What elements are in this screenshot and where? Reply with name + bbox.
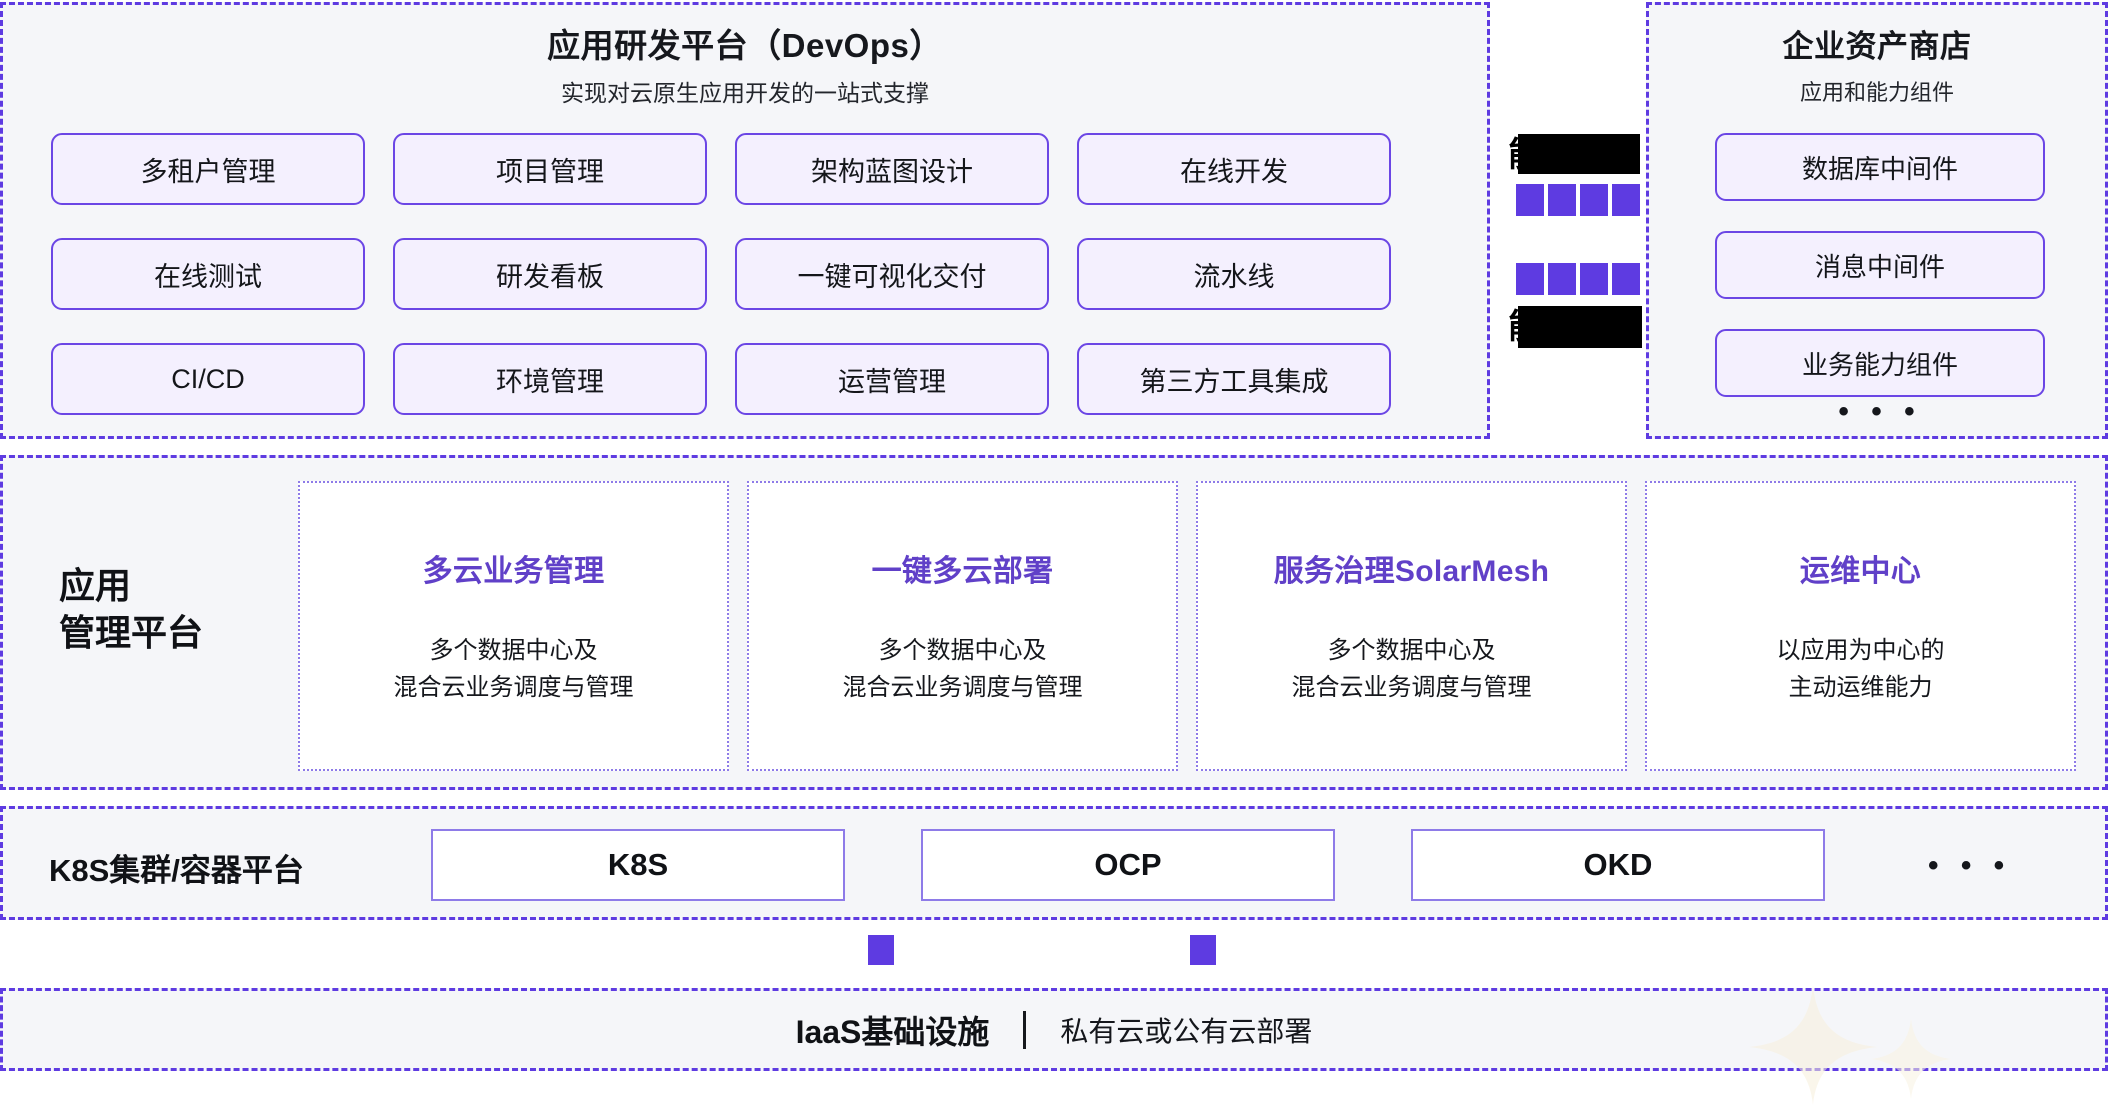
mgmt-card-desc: 多个数据中心及 混合云业务调度与管理 bbox=[842, 637, 1083, 701]
k8s-item-row: K8S OCP OKD bbox=[431, 829, 1825, 901]
connector-block-left bbox=[868, 935, 894, 965]
store-chip-business-component[interactable]: 业务能力组件 bbox=[1715, 329, 2045, 397]
connector-square bbox=[1548, 184, 1576, 216]
iaas-title: IaaS基础设施 bbox=[795, 1013, 990, 1050]
iaas-divider bbox=[1023, 1010, 1027, 1049]
iaas-content: IaaS基础设施 私有云或公有云部署 bbox=[3, 991, 2105, 1068]
devops-chip-visual-delivery[interactable]: 一键可视化交付 bbox=[735, 238, 1049, 310]
redacted-middle-column: 能 能 bbox=[1500, 0, 1642, 441]
mgmt-card-title: 一键多云部署 bbox=[871, 555, 1054, 588]
connector-square bbox=[1548, 263, 1576, 295]
redaction-bar-top bbox=[1518, 134, 1640, 174]
mgmt-card-multicloud-business[interactable]: 多云业务管理 多个数据中心及 混合云业务调度与管理 bbox=[298, 481, 729, 771]
store-chip-database-middleware[interactable]: 数据库中间件 bbox=[1715, 133, 2045, 201]
mgmt-platform-label: 应用 管理平台 bbox=[59, 565, 204, 653]
mgmt-card-desc: 多个数据中心及 混合云业务调度与管理 bbox=[393, 637, 634, 701]
connector-squares-row-bottom bbox=[1516, 263, 1640, 295]
devops-chip-env-mgmt[interactable]: 环境管理 bbox=[393, 343, 707, 415]
devops-chip-architecture[interactable]: 架构蓝图设计 bbox=[735, 133, 1049, 205]
store-chip-message-middleware[interactable]: 消息中间件 bbox=[1715, 231, 2045, 299]
mgmt-card-desc: 多个数据中心及 混合云业务调度与管理 bbox=[1291, 637, 1532, 701]
devops-title: 应用研发平台（DevOps） bbox=[547, 27, 943, 64]
k8s-cluster-panel: K8S集群/容器平台 K8S OCP OKD • • • bbox=[0, 806, 2108, 920]
iaas-subtitle: 私有云或公有云部署 bbox=[1060, 1015, 1313, 1047]
store-item-list: 数据库中间件 消息中间件 业务能力组件 bbox=[1715, 133, 2045, 397]
k8s-box-k8s[interactable]: K8S bbox=[431, 829, 845, 901]
connector-block-right bbox=[1190, 935, 1216, 965]
mgmt-card-title: 运维中心 bbox=[1799, 555, 1922, 588]
store-subtitle: 应用和能力组件 bbox=[1799, 80, 1954, 105]
k8s-box-ocp[interactable]: OCP bbox=[921, 829, 1335, 901]
mgmt-card-title: 多云业务管理 bbox=[422, 555, 605, 588]
k8s-box-okd[interactable]: OKD bbox=[1411, 829, 1825, 901]
mgmt-card-ops-center[interactable]: 运维中心 以应用为中心的 主动运维能力 bbox=[1645, 481, 2076, 771]
devops-chip-3rd-party[interactable]: 第三方工具集成 bbox=[1077, 343, 1391, 415]
devops-chip-project-mgmt[interactable]: 项目管理 bbox=[393, 133, 707, 205]
iaas-infrastructure-panel: IaaS基础设施 私有云或公有云部署 bbox=[0, 985, 2108, 1105]
asset-store-panel: 企业资产商店 应用和能力组件 数据库中间件 消息中间件 业务能力组件 • • • bbox=[1646, 2, 2108, 439]
mgmt-card-solarmesh[interactable]: 服务治理SolarMesh 多个数据中心及 混合云业务调度与管理 bbox=[1196, 481, 1627, 771]
mgmt-card-desc: 以应用为中心的 主动运维能力 bbox=[1776, 637, 1945, 701]
connector-square bbox=[1580, 184, 1608, 216]
k8s-platform-label: K8S集群/容器平台 bbox=[49, 853, 304, 888]
redaction-bar-bottom bbox=[1518, 306, 1642, 348]
connector-square bbox=[1612, 184, 1640, 216]
devops-panel: 应用研发平台（DevOps） 实现对云原生应用开发的一站式支撑 多租户管理 项目… bbox=[0, 2, 1490, 439]
connector-squares-row-top bbox=[1516, 184, 1640, 216]
devops-capability-grid: 多租户管理 项目管理 架构蓝图设计 在线开发 在线测试 研发看板 一键可视化交付… bbox=[51, 133, 1391, 415]
k8s-ellipsis: • • • bbox=[1928, 849, 2012, 882]
devops-chip-dev-board[interactable]: 研发看板 bbox=[393, 238, 707, 310]
devops-chip-online-test[interactable]: 在线测试 bbox=[51, 238, 365, 310]
store-title: 企业资产商店 bbox=[1782, 29, 1972, 64]
app-management-platform-panel: 应用 管理平台 多云业务管理 多个数据中心及 混合云业务调度与管理 一键多云部署… bbox=[0, 455, 2108, 790]
devops-subtitle: 实现对云原生应用开发的一站式支撑 bbox=[561, 80, 929, 106]
mgmt-card-title: 服务治理SolarMesh bbox=[1273, 555, 1550, 588]
devops-chip-pipeline[interactable]: 流水线 bbox=[1077, 238, 1391, 310]
connector-square bbox=[1580, 263, 1608, 295]
connector-square bbox=[1516, 263, 1544, 295]
devops-chip-multi-tenant[interactable]: 多租户管理 bbox=[51, 133, 365, 205]
devops-chip-cicd[interactable]: CI/CD bbox=[51, 343, 365, 415]
store-ellipsis: • • • bbox=[1838, 395, 1922, 428]
devops-chip-ops-mgmt[interactable]: 运营管理 bbox=[735, 343, 1049, 415]
devops-chip-online-dev[interactable]: 在线开发 bbox=[1077, 133, 1391, 205]
connector-square bbox=[1612, 263, 1640, 295]
connector-square bbox=[1516, 184, 1544, 216]
mgmt-card-onekey-deploy[interactable]: 一键多云部署 多个数据中心及 混合云业务调度与管理 bbox=[747, 481, 1178, 771]
mgmt-card-row: 多云业务管理 多个数据中心及 混合云业务调度与管理 一键多云部署 多个数据中心及… bbox=[298, 481, 2076, 771]
